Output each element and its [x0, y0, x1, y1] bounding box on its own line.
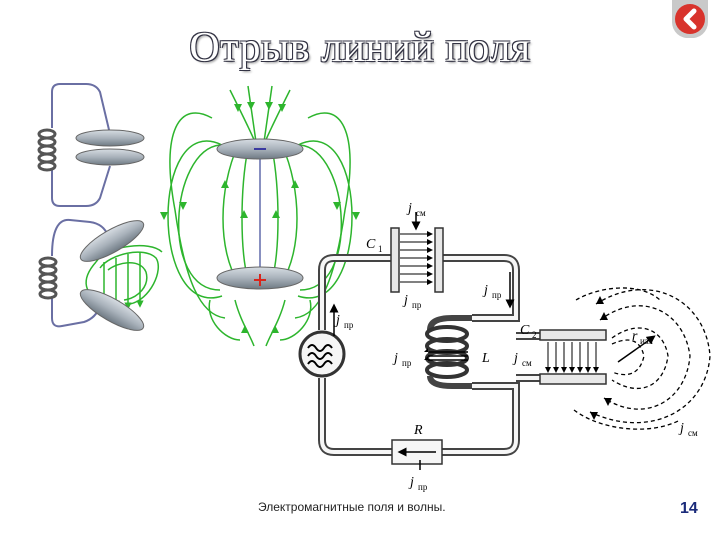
back-button[interactable] — [668, 0, 712, 39]
coil-icon — [38, 256, 58, 300]
label-c2: C — [520, 323, 530, 338]
oscillator-circuit — [298, 212, 711, 470]
label-j-cm-right-sub: см — [688, 428, 698, 438]
ac-generator-icon — [298, 330, 346, 378]
label-r-izl-sub: изл — [640, 336, 653, 346]
label-j-pr-right: j — [482, 283, 488, 298]
label-j-pr-inductor: j — [392, 351, 398, 366]
dipole-field-lines — [160, 85, 360, 347]
circuit-labels: C 1 j см j пр j пр j пр j пр L C 2 j см … — [334, 201, 698, 492]
label-j-cm-c2: j — [512, 351, 518, 366]
label-r-izl: r — [632, 329, 638, 344]
label-j-pr-bottom-sub: пр — [418, 482, 428, 492]
inductor-icon — [424, 315, 472, 389]
label-c1-sub: 1 — [378, 244, 383, 254]
page-number: 14 — [680, 500, 698, 517]
label-j-pr-right-sub: пр — [492, 290, 502, 300]
label-j-cm-top: j — [406, 201, 412, 216]
slide-title: Отрыв линий поля — [189, 25, 531, 71]
label-c2-sub: 2 — [532, 330, 537, 340]
footer-caption: Электромагнитные поля и волны. — [258, 500, 446, 514]
label-resistor: R — [413, 423, 423, 438]
label-j-cm-right: j — [678, 421, 684, 436]
lc-circuit-opened — [38, 218, 163, 331]
label-c1: C — [366, 237, 376, 252]
label-j-pr-left: j — [334, 313, 340, 328]
label-j-cm-c2-sub: см — [522, 358, 532, 368]
label-j-pr-c1: j — [402, 293, 408, 308]
label-j-pr-c1-sub: пр — [412, 300, 422, 310]
label-j-pr-bottom: j — [408, 475, 414, 490]
label-j-pr-inductor-sub: пр — [402, 358, 412, 368]
label-inductor: L — [481, 351, 490, 366]
label-j-cm-top-sub: см — [416, 208, 426, 218]
coil-icon — [37, 128, 57, 172]
lc-circuit-closed — [37, 83, 145, 207]
label-j-pr-left-sub: пр — [344, 320, 354, 330]
back-arrow-icon — [671, 0, 709, 39]
